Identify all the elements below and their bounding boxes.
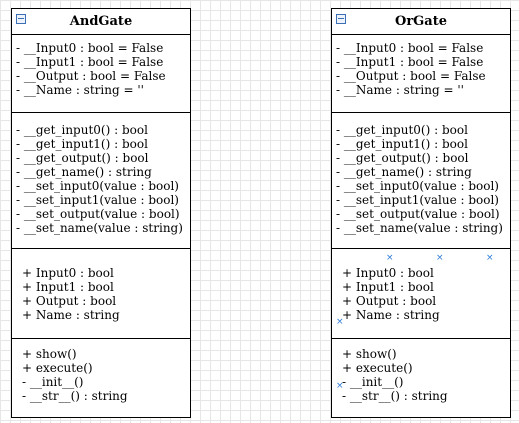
field: - __Name : string = '' <box>16 83 144 97</box>
method: - __get_output() : bool <box>16 151 149 165</box>
field: - __Output : bool = False <box>336 69 486 83</box>
method: - __set_name(value : string) <box>16 221 183 235</box>
method: - __set_input0(value : bool) <box>336 179 499 193</box>
selection-handle-icon[interactable]: × <box>386 253 394 263</box>
property: + Input1 : bool <box>22 280 114 294</box>
field: - __Input0 : bool = False <box>16 41 164 55</box>
method: - __set_input1(value : bool) <box>336 193 499 207</box>
collapse-icon[interactable] <box>336 14 346 24</box>
method: - __get_input0() : bool <box>336 123 468 137</box>
properties-section: + Input0 : bool + Input1 : bool + Output… <box>12 249 190 339</box>
class-header[interactable]: OrGate <box>332 9 510 35</box>
selection-handle-icon[interactable]: × <box>336 381 344 391</box>
method: - __get_name() : string <box>16 165 152 179</box>
method: + execute() <box>342 361 413 375</box>
method: - __get_input1() : bool <box>336 137 468 151</box>
method: - __set_input0(value : bool) <box>16 179 179 193</box>
class-name: OrGate <box>395 14 447 29</box>
method: - __get_output() : bool <box>336 151 469 165</box>
method: + execute() <box>22 361 93 375</box>
fields-section: - __Input0 : bool = False - __Input1 : b… <box>12 35 190 113</box>
methods-section: + show() + execute() - __init__() - __st… <box>332 339 510 419</box>
methods-section: + show() + execute() - __init__() - __st… <box>12 339 190 419</box>
andgate-class[interactable]: AndGate - __Input0 : bool = False - __In… <box>11 8 191 418</box>
private-methods-section: - __get_input0() : bool - __get_input1()… <box>332 113 510 249</box>
class-header[interactable]: AndGate <box>12 9 190 35</box>
method: - __set_output(value : bool) <box>16 207 180 221</box>
method: - __str__() : string <box>22 389 128 403</box>
method: - __get_input0() : bool <box>16 123 148 137</box>
method: - __set_input1(value : bool) <box>16 193 179 207</box>
method: + show() <box>342 347 397 361</box>
field: - __Output : bool = False <box>16 69 166 83</box>
method: - __set_output(value : bool) <box>336 207 500 221</box>
method: - __get_name() : string <box>336 165 472 179</box>
property: + Input0 : bool <box>342 266 434 280</box>
method: - __str__() : string <box>342 389 448 403</box>
class-name: AndGate <box>69 14 133 29</box>
properties-section[interactable]: + Input0 : bool + Input1 : bool + Output… <box>332 249 510 339</box>
fields-section: - __Input0 : bool = False - __Input1 : b… <box>332 35 510 113</box>
property: + Output : bool <box>22 294 117 308</box>
orgate-class[interactable]: OrGate - __Input0 : bool = False - __Inp… <box>331 8 511 418</box>
property: + Output : bool <box>342 294 437 308</box>
method: - __init__() <box>22 375 84 389</box>
collapse-icon[interactable] <box>16 14 26 24</box>
field: - __Name : string = '' <box>336 83 464 97</box>
property: + Input1 : bool <box>342 280 434 294</box>
selection-handle-icon[interactable]: × <box>336 317 344 327</box>
method: - __set_name(value : string) <box>336 221 503 235</box>
field: - __Input1 : bool = False <box>336 55 484 69</box>
method: + show() <box>22 347 77 361</box>
selection-handle-icon[interactable]: × <box>436 253 444 263</box>
method: - __get_input1() : bool <box>16 137 148 151</box>
property: + Name : string <box>22 308 120 322</box>
field: - __Input0 : bool = False <box>336 41 484 55</box>
field: - __Input1 : bool = False <box>16 55 164 69</box>
property: + Input0 : bool <box>22 266 114 280</box>
method: - __init__() <box>342 375 404 389</box>
property: + Name : string <box>342 308 440 322</box>
private-methods-section: - __get_input0() : bool - __get_input1()… <box>12 113 190 249</box>
selection-handle-icon[interactable]: × <box>486 253 494 263</box>
